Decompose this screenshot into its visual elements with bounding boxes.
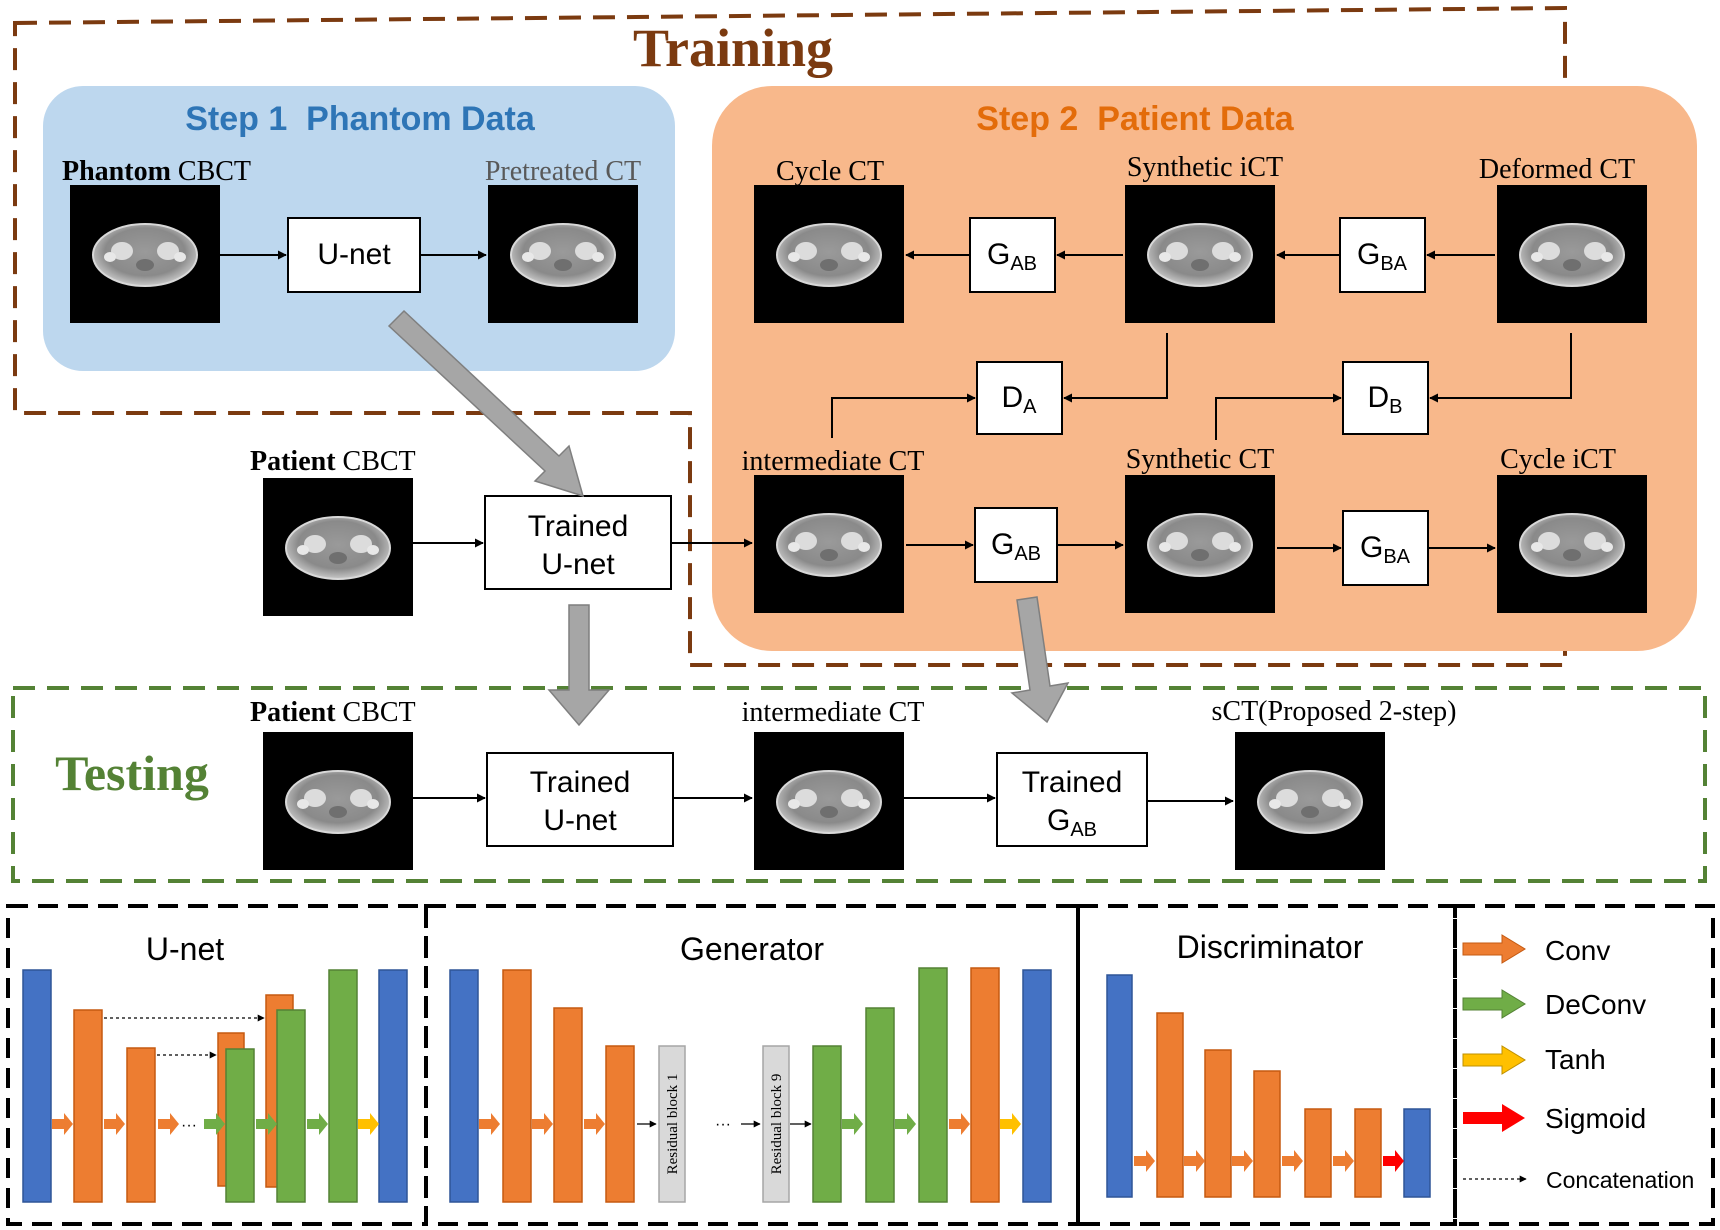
trained-unet-mid-line2: U-net (541, 548, 615, 581)
legend-deconv-arrow (1462, 989, 1526, 1019)
synthetic-ct-image (1124, 474, 1276, 614)
discriminator-layers (1106, 974, 1431, 1198)
intermediate-ct-image-top (753, 474, 905, 614)
gba-bottom-label: GBA (1360, 531, 1411, 568)
gba-box-bottom (1342, 510, 1429, 586)
gray-arrow-unet-to-trained (387, 309, 585, 498)
generator-layers (449, 967, 1052, 1203)
da-box (976, 361, 1063, 435)
legend-tanh-label: Tanh (1545, 1044, 1606, 1075)
trained-gab-box-test (996, 752, 1148, 847)
synthetic-ct-label: Synthetic CT (1126, 444, 1275, 475)
trained-unet-mid-line1: Trained (528, 510, 629, 543)
synthetic-ict-image (1124, 184, 1276, 324)
unet-dots: ··· (181, 1117, 197, 1134)
unet-box-label: U-net (317, 238, 391, 271)
discriminator-small-arrows (1134, 1150, 1404, 1172)
gba-top-label: GBA (1357, 238, 1408, 275)
gray-arrow-trained-to-test (547, 604, 611, 727)
discriminator-arch-box (1076, 904, 1457, 1226)
trained-unet-box-test (486, 752, 674, 847)
step1-title: Step 1 Phantom Data (185, 100, 536, 138)
sct-label: sCT(Proposed 2-step) (1212, 696, 1457, 727)
sct-image (1234, 731, 1386, 871)
cycle-ict-label: Cycle iCT (1500, 444, 1616, 475)
trained-unet-test-line1: Trained (530, 766, 631, 799)
testing-border (11, 686, 1707, 883)
generator-small-arrows (479, 1113, 1021, 1135)
db-box (1342, 361, 1429, 435)
intermediate-ct-image-test (753, 731, 905, 871)
gab-box-bottom (974, 507, 1058, 583)
step2-title: Step 2 Patient Data (976, 100, 1295, 138)
gab-bottom-label: GAB (991, 528, 1041, 565)
da-label: DA (1001, 381, 1037, 418)
trained-unet-test-line2: U-net (543, 804, 617, 837)
legend-deconv-label: DeConv (1545, 989, 1646, 1020)
testing-title: Testing (55, 745, 209, 801)
legend-tanh-arrow (1462, 1045, 1526, 1075)
intermediate-ct-label-top: intermediate CT (742, 446, 925, 477)
step2-panel (712, 86, 1697, 651)
trained-gab-test-line1: Trained (1022, 766, 1123, 799)
legend-sigmoid-arrow (1463, 1104, 1525, 1132)
patient-cbct-label-test: Patient CBCT (250, 697, 416, 728)
pretreated-ct-image (487, 184, 639, 324)
phantom-cbct-label: Phantom CBCT (62, 156, 251, 187)
training-border (13, 5, 1567, 667)
gba-box-top (1339, 217, 1426, 293)
gab-top-label: GAB (987, 238, 1037, 275)
db-label: DB (1367, 381, 1402, 418)
cycle-ict-image (1496, 474, 1648, 614)
deformed-ct-label: Deformed CT (1479, 154, 1635, 185)
generator-dots: ··· (715, 1116, 731, 1133)
legend-conv-arrow (1462, 934, 1526, 964)
legend-conv-label: Conv (1545, 935, 1610, 966)
trained-gab-test-line2: GAB (1047, 804, 1097, 841)
discriminator-arch-title: Discriminator (1177, 929, 1364, 965)
training-title: Training (633, 18, 833, 78)
residual-block-1: Residual block 1 (665, 1074, 681, 1175)
cycle-ct-image (753, 184, 905, 324)
pretreated-ct-label: Pretreated CT (485, 156, 641, 187)
unet-small-arrows (52, 1113, 379, 1135)
patient-cbct-label-mid: Patient CBCT (250, 446, 416, 477)
gray-arrow-gab-to-test (1010, 596, 1070, 724)
legend-sigmoid-label: Sigmoid (1545, 1103, 1646, 1134)
residual-block-9: Residual block 9 (769, 1074, 785, 1175)
phantom-cbct-image (69, 184, 221, 324)
unet-box (287, 217, 421, 293)
generator-arch-title: Generator (680, 931, 824, 967)
unet-arch-title: U-net (146, 931, 224, 967)
unet-layers (22, 969, 408, 1203)
gab-box-top (969, 217, 1056, 293)
trained-unet-box-mid (484, 495, 672, 590)
cycle-ct-label: Cycle CT (776, 156, 884, 187)
intermediate-ct-label-test: intermediate CT (742, 697, 925, 728)
synthetic-ict-label: Synthetic iCT (1127, 152, 1283, 183)
legend-box (1453, 904, 1715, 1226)
legend-concat-label: Concatenation (1546, 1167, 1694, 1193)
patient-cbct-image-test (262, 731, 414, 871)
deformed-ct-image (1496, 184, 1648, 324)
patient-cbct-image-mid (262, 477, 414, 617)
